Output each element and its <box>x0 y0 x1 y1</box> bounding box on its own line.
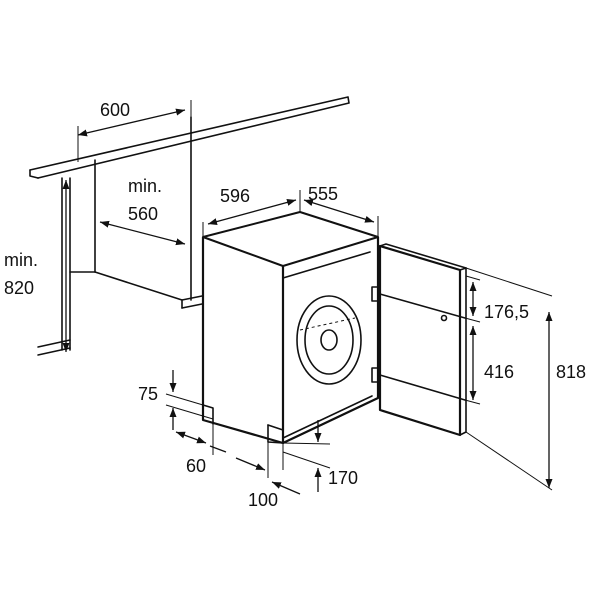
dim-176-5 <box>464 275 481 323</box>
dim-555 <box>303 199 379 237</box>
washing-machine <box>201 211 380 445</box>
dim-596 <box>202 190 301 237</box>
dim-560 <box>99 220 186 246</box>
dim-555-label: 555 <box>308 184 338 204</box>
dim-600 <box>77 100 192 162</box>
dim-75-label: 75 <box>138 384 158 404</box>
dim-820-label: 820 <box>4 278 34 298</box>
dim-176-5-label: 176,5 <box>484 302 529 322</box>
dim-560-min-label: min. <box>128 176 162 196</box>
dim-818-label: 818 <box>556 362 586 382</box>
dim-818 <box>465 267 553 491</box>
hinge-top <box>371 286 466 319</box>
hinge-bottom <box>371 367 466 401</box>
dim-600-label: 600 <box>100 100 130 120</box>
dim-416-label: 416 <box>484 362 514 382</box>
dim-596-label: 596 <box>220 186 250 206</box>
dim-820-min-label: min. <box>4 250 38 270</box>
dim-170-label: 170 <box>328 468 358 488</box>
dim-560-label: 560 <box>128 204 158 224</box>
dim-100 <box>235 442 301 495</box>
dim-60-label: 60 <box>186 456 206 476</box>
dim-100-label: 100 <box>248 490 278 510</box>
niche-walls <box>37 116 203 356</box>
dim-75 <box>165 370 214 430</box>
countertop <box>29 96 350 179</box>
furniture-door <box>378 243 467 437</box>
dim-416 <box>464 326 481 405</box>
dim-170 <box>282 420 331 492</box>
dim-60 <box>175 424 227 455</box>
